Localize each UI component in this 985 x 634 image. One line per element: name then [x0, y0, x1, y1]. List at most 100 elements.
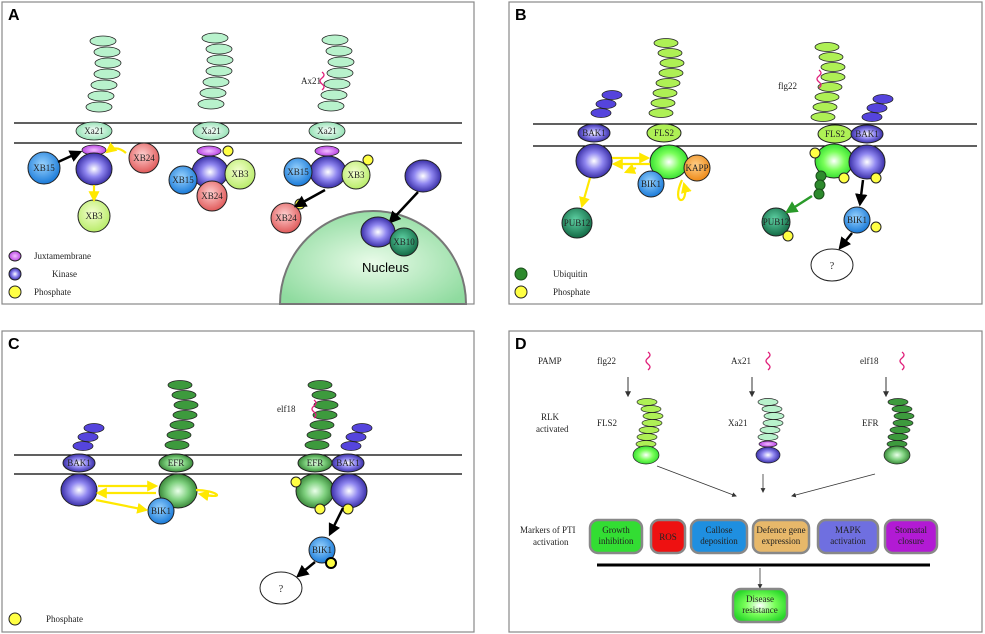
- legend: Juxtamembrane Kinase Phosphate: [8, 250, 91, 299]
- unknown-label: ?: [279, 584, 284, 595]
- markers-label: Markers of PTI: [520, 525, 576, 535]
- protein-label: BAK1: [582, 128, 606, 138]
- protein-label: FLS2: [654, 128, 674, 138]
- protein-label: XB3: [85, 211, 103, 221]
- pti-marker-label: Callose: [706, 525, 733, 535]
- ligand-icon: [645, 351, 651, 371]
- bak1-receptor: [340, 423, 373, 451]
- ligand-label: Ax21: [301, 76, 321, 86]
- bak1-receptor: [72, 423, 105, 451]
- protein-label: XB3: [231, 169, 249, 179]
- pti-marker-label: inhibition: [598, 536, 634, 546]
- pti-marker-label: deposition: [700, 536, 738, 546]
- panel-b: B BAK1 FLS2 BIK1 KAPP PUB12 FLS2 flg22: [508, 1, 983, 305]
- phosphate-icon: [8, 612, 22, 626]
- fls2-receptor: [810, 42, 846, 122]
- legend: Phosphate: [8, 612, 83, 626]
- ligand-label: flg22: [778, 81, 797, 91]
- bak1-receptor: [861, 94, 894, 122]
- phosphate-icon: [514, 285, 528, 299]
- phosphate-marker: [325, 557, 337, 569]
- phosphate-icon: [8, 285, 22, 299]
- disease-resistance-box: [731, 587, 789, 624]
- rlk-name: Xa21: [728, 418, 748, 428]
- protein-label: Xa21: [201, 126, 221, 136]
- phosphate-marker: [362, 154, 374, 166]
- protein-label: XB3: [347, 170, 365, 180]
- protein-label: PUB12: [564, 218, 591, 228]
- phosphate-marker: [342, 503, 354, 515]
- pti-marker-box: [751, 518, 811, 555]
- protein-label: XB15: [33, 163, 55, 173]
- pti-marker-label: expression: [762, 536, 801, 546]
- pti-marker-box: [883, 518, 939, 555]
- phosphate-marker: [870, 221, 882, 233]
- ubiquitin-chain: [813, 170, 827, 200]
- legend: Ubiquitin Phosphate: [514, 267, 590, 299]
- pamp-name: elf18: [860, 356, 879, 366]
- protein-label: BIK1: [847, 215, 867, 225]
- ligand-icon: [319, 71, 325, 91]
- fls2-receptor: [648, 38, 685, 118]
- fls2-receptor: [632, 398, 664, 465]
- ligand-icon: [816, 69, 822, 89]
- outcome-label: resistance: [742, 605, 777, 615]
- pti-marker-box: [816, 518, 880, 555]
- protein-label: BAK1: [855, 129, 879, 139]
- protein-label: PUB12: [763, 217, 790, 227]
- pti-marker-label: closure: [898, 536, 924, 546]
- pti-marker-label: activation: [830, 536, 866, 546]
- markers-label: activation: [533, 537, 569, 547]
- pti-marker-box: [649, 518, 687, 555]
- efr-receptor: [164, 380, 199, 450]
- protein-label: XB10: [393, 237, 415, 247]
- pti-marker-label: Growth: [602, 525, 630, 535]
- protein-label: XB24: [133, 153, 155, 163]
- phosphate-marker: [838, 172, 850, 184]
- protein-label: KAPP: [685, 163, 708, 173]
- panel-d: D PAMP RLK activated flg22 Ax21 elf18 FL…: [508, 330, 983, 633]
- unknown-label: ?: [830, 261, 835, 272]
- protein-label: BIK1: [151, 506, 171, 516]
- phosphate-marker: [290, 476, 302, 488]
- rlk-label: activated: [536, 424, 569, 434]
- pti-marker-label: ROS: [659, 532, 677, 542]
- xa21-receptor: Xa21: [308, 34, 355, 189]
- ligand-icon: [311, 399, 317, 419]
- panel-letter: D: [515, 336, 527, 353]
- protein-label: BIK1: [312, 545, 332, 555]
- ligand-label: elf18: [277, 404, 296, 414]
- protein-label: Xa21: [84, 126, 104, 136]
- protein-label: FLS2: [825, 129, 845, 139]
- protein-label: EFR: [307, 458, 324, 468]
- protein-label: BIK1: [641, 179, 661, 189]
- phosphate-marker: [782, 230, 794, 242]
- protein-label: EFR: [168, 458, 185, 468]
- pti-marker-label: Defence gene: [756, 525, 805, 535]
- juxtamembrane-icon: [8, 250, 22, 262]
- protein-label: XB24: [275, 213, 297, 223]
- protein-label: XB15: [287, 167, 309, 177]
- rlk-label: RLK: [541, 412, 560, 422]
- ligand-icon: [765, 351, 771, 371]
- pamp-label: PAMP: [538, 356, 562, 366]
- panel-letter: C: [8, 336, 20, 353]
- pamp-name: flg22: [597, 356, 616, 366]
- panel-letter: A: [8, 7, 20, 24]
- pti-marker-box: [588, 518, 644, 555]
- nucleus-label: Nucleus: [362, 260, 409, 275]
- legend-label: Kinase: [52, 269, 77, 279]
- legend-label: Juxtamembrane: [34, 251, 91, 261]
- pti-marker-box: [689, 518, 749, 555]
- lrr-domain: [85, 35, 122, 113]
- panel-letter: B: [515, 7, 527, 24]
- kinase-icon: [8, 267, 22, 281]
- outcome-label: Disease: [746, 594, 774, 604]
- protein-label: XB15: [172, 175, 194, 185]
